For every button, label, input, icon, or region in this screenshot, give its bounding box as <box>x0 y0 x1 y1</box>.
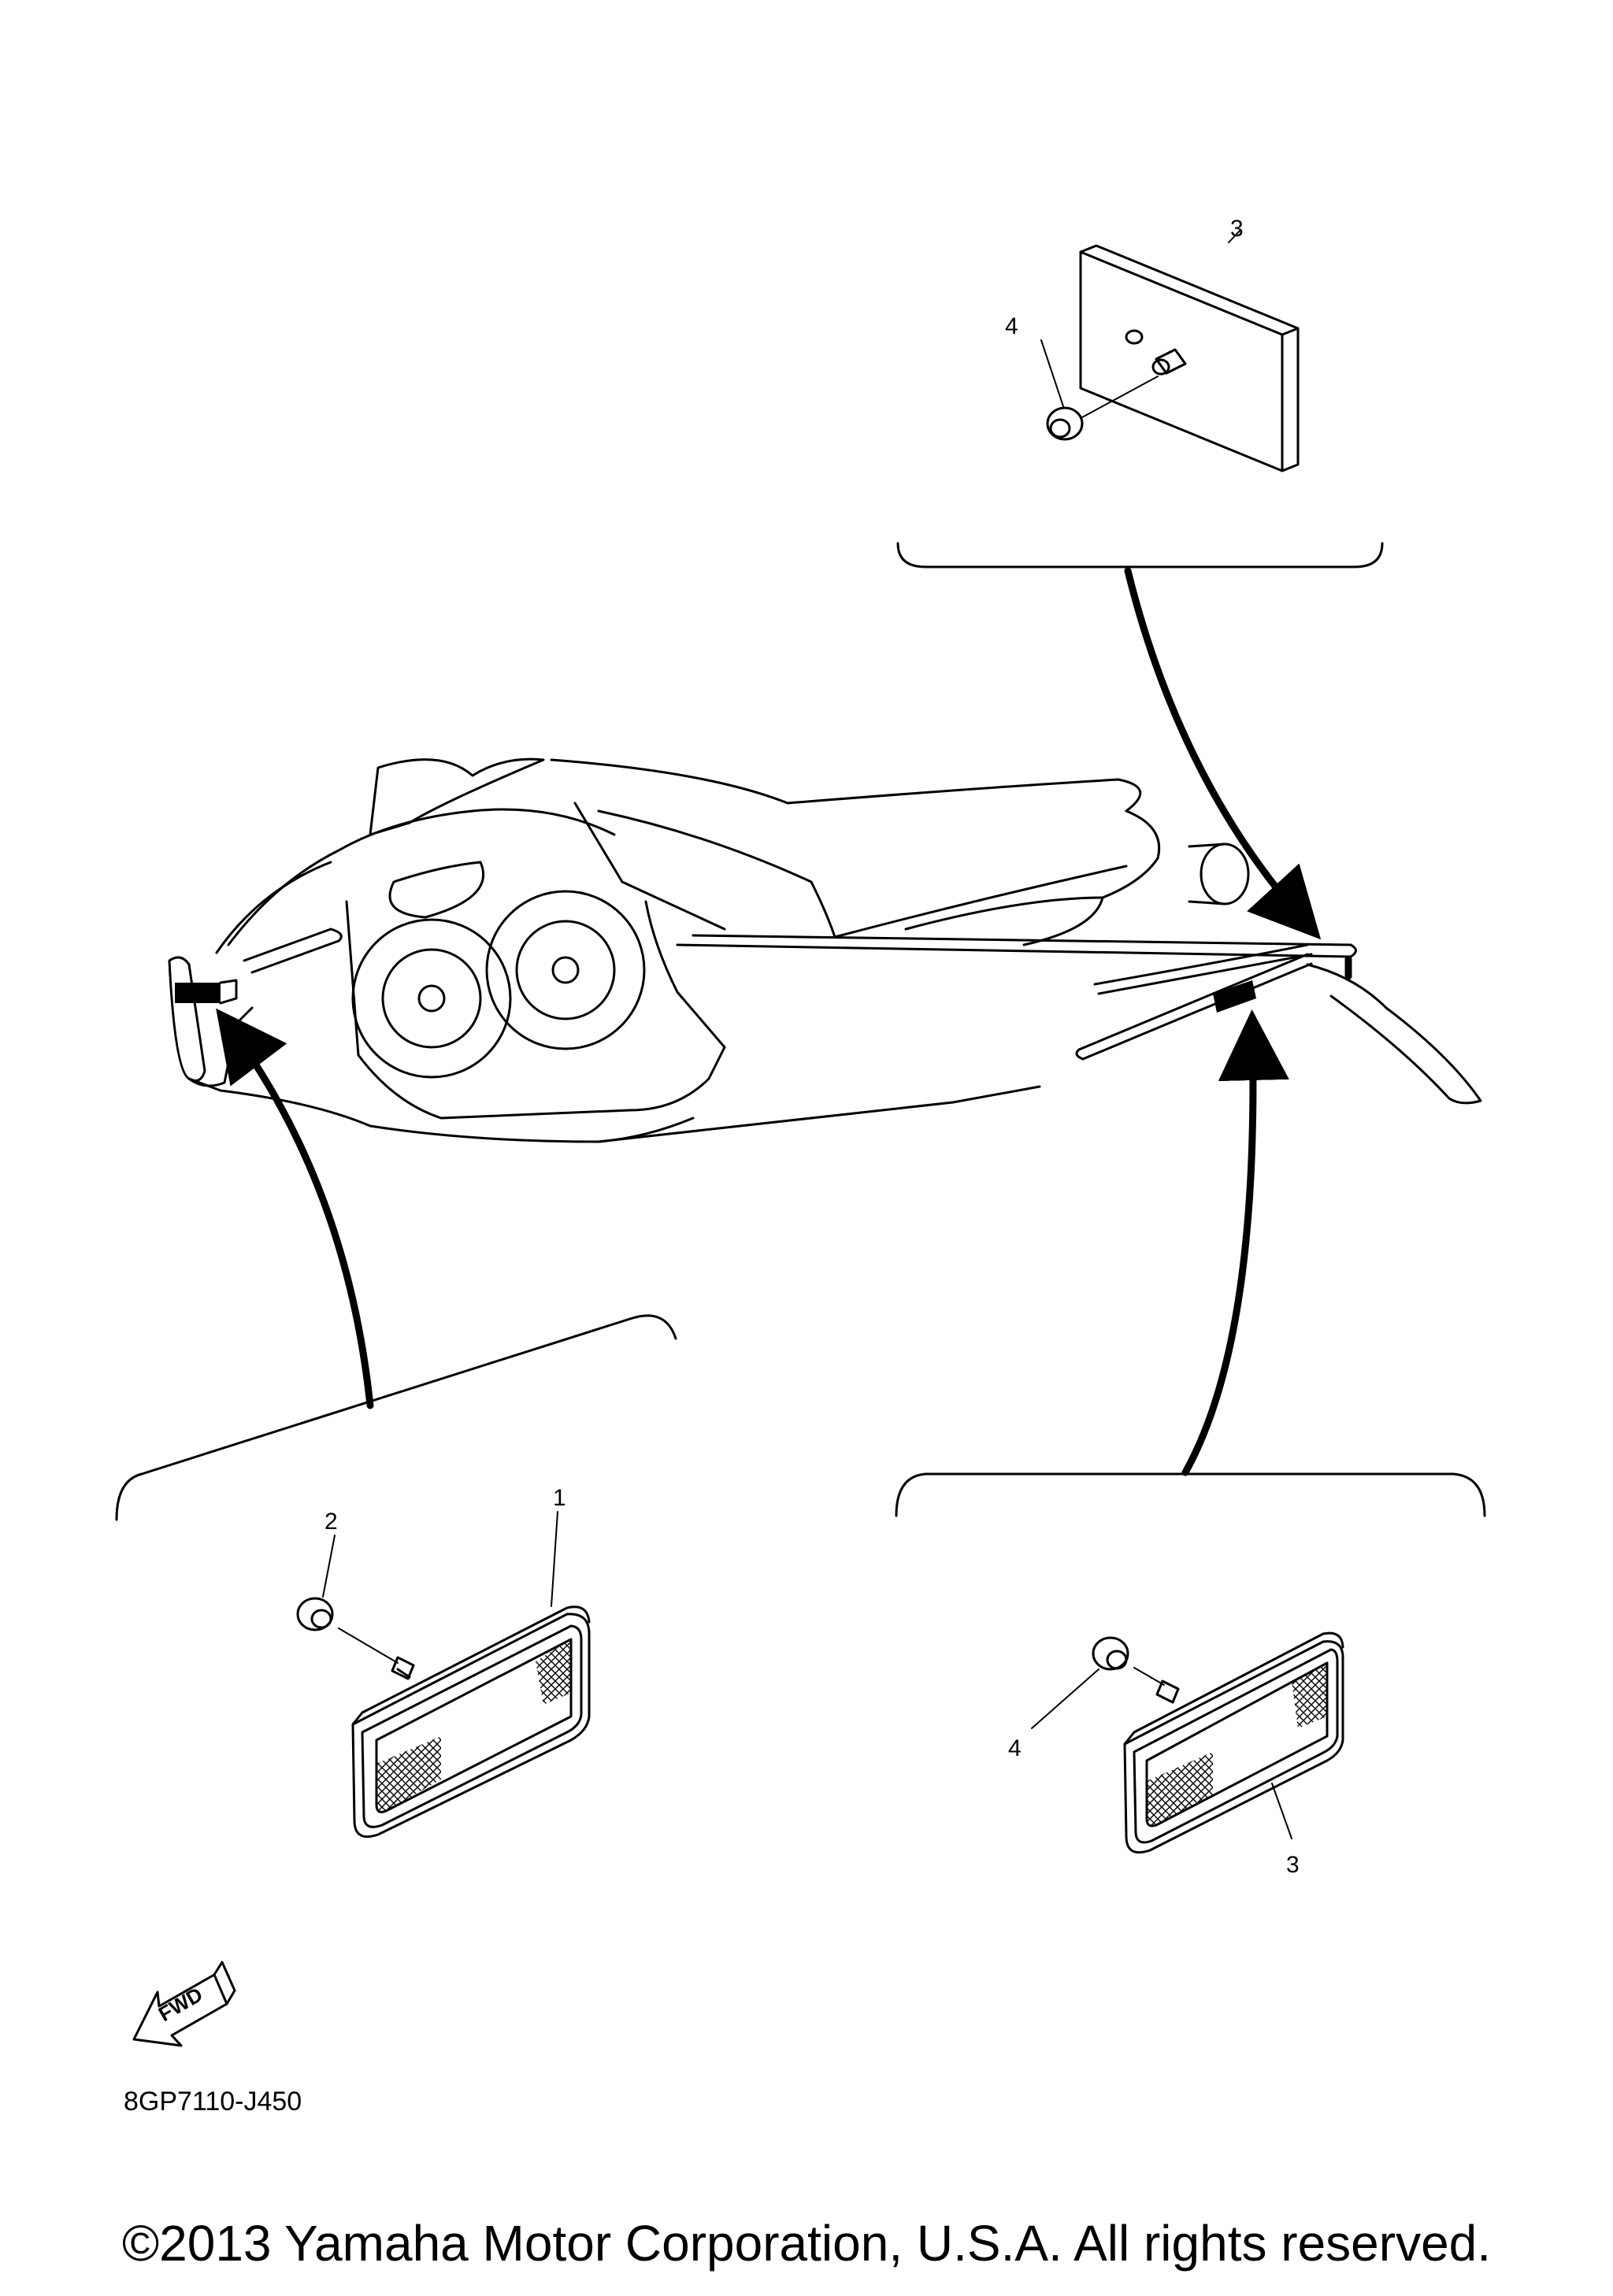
callout-1: 1 <box>553 1485 566 1511</box>
snowmobile-outline <box>168 757 1482 1143</box>
leader-line-2 <box>322 1535 336 1598</box>
part-code: 8GP7110-J450 <box>124 2087 302 2116</box>
leader-line-4-right <box>1031 1668 1099 1729</box>
leader-line-3-top <box>1228 229 1241 243</box>
right-detail-bracket <box>895 1472 1486 1517</box>
front-mount-marker <box>175 983 221 1003</box>
leader-line-4-top <box>1040 339 1064 407</box>
leader-line-1 <box>551 1511 558 1607</box>
leader-arrow-top-to-rear <box>1124 567 1322 940</box>
fwd-arrow-icon: FWD <box>132 1961 236 2047</box>
flange-nut-right <box>1092 1636 1180 1704</box>
callout-2: 2 <box>324 1509 338 1535</box>
flange-nut-left <box>296 1597 415 1680</box>
reflector-side <box>1123 1631 1344 1854</box>
leader-arrow-right-to-side <box>1181 1009 1289 1476</box>
flange-nut-top <box>1046 376 1159 441</box>
callout-3-top: 3 <box>1230 216 1244 242</box>
left-detail-group: 1 2 <box>115 1314 677 1839</box>
reflector-rear-plate <box>1079 244 1300 472</box>
leader-line-3-right <box>1271 1783 1292 1839</box>
left-detail-bracket <box>115 1314 677 1521</box>
callout-4-top: 4 <box>1005 313 1018 339</box>
right-detail-group: 4 3 <box>895 1472 1486 1878</box>
callout-3-right: 3 <box>1286 1852 1300 1878</box>
leader-arrow-left-to-front <box>216 1008 374 1409</box>
top-detail-bracket <box>896 542 1384 568</box>
copyright-notice: ©2013 Yamaha Motor Corporation, U.S.A. A… <box>121 2215 1492 2272</box>
callout-4-right: 4 <box>1008 1735 1022 1761</box>
reflector-front <box>351 1605 591 1839</box>
side-mount-marker <box>1213 980 1256 1013</box>
top-detail-group: 3 4 <box>896 216 1384 568</box>
